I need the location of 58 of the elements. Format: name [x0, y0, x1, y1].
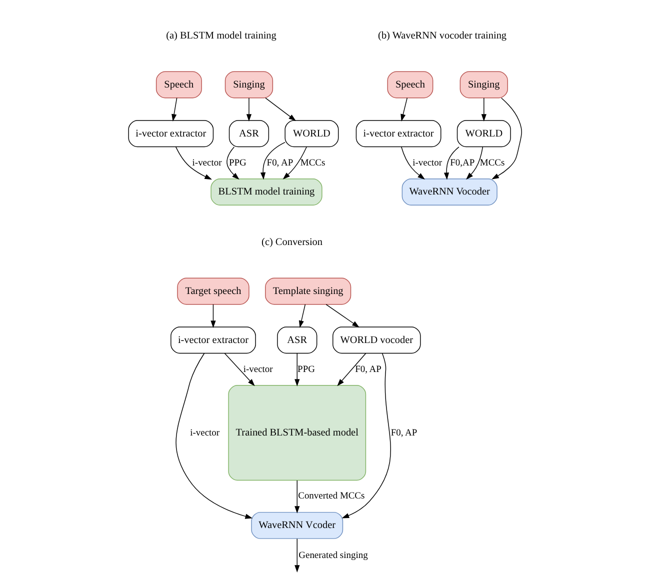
- edge-label: MCCs: [300, 158, 326, 168]
- arrow: [444, 146, 460, 180]
- arrow: [282, 146, 307, 180]
- node-box: Singing: [460, 71, 508, 98]
- node-box: WORLD vocoder: [332, 326, 421, 354]
- edge-label: F0,AP: [450, 158, 475, 168]
- node-box: Singing: [224, 71, 274, 98]
- arrow: [210, 304, 216, 328]
- arrow: [400, 98, 408, 122]
- node-box: Speech: [156, 71, 202, 98]
- edge-label: F0, AP: [355, 364, 382, 375]
- edge-label: i-vector: [192, 158, 222, 168]
- node-box: Target speech: [177, 278, 250, 305]
- node-box: WORLD: [284, 120, 339, 148]
- arrow: [265, 98, 296, 122]
- arrow: [294, 538, 300, 572]
- edge-label: MCCs: [480, 158, 505, 168]
- arrow: [481, 98, 486, 122]
- node-box: Template singing: [265, 278, 352, 305]
- node-box: WaveRNN Vocoder: [402, 178, 498, 206]
- edge-label: Converted MCCs: [298, 492, 365, 502]
- node-box: ASR: [277, 326, 318, 354]
- node-box: i-vector extractor: [128, 120, 214, 148]
- arrow: [246, 98, 252, 122]
- arrow: [172, 98, 178, 122]
- node-box: ASR: [228, 120, 270, 148]
- arrow: [466, 146, 484, 180]
- arrow: [400, 146, 426, 180]
- edge-label: i-vector: [190, 428, 220, 438]
- node-box: WORLD: [456, 120, 511, 148]
- node-box: BLSTM model training: [210, 178, 322, 206]
- arrow: [260, 142, 286, 180]
- arrow: [337, 352, 366, 386]
- arrow: [342, 353, 391, 518]
- edge-label: PPG: [228, 158, 246, 168]
- arrow: [294, 352, 300, 386]
- label: (a) BLSTM model training: [166, 30, 276, 42]
- edge-label: PPG: [298, 364, 315, 375]
- arrow: [294, 480, 300, 514]
- arrow: [326, 304, 360, 328]
- label: (b) WaveRNN vocoder training: [378, 30, 507, 42]
- edge-label: Generated singing: [298, 550, 368, 561]
- arrow: [176, 353, 253, 519]
- arrow: [226, 146, 240, 180]
- edge-label: i-vector: [243, 364, 273, 375]
- edge-label: F0, AP: [390, 428, 418, 438]
- arrow: [492, 98, 522, 180]
- arrow: [298, 304, 306, 328]
- node-box: i-vector extractor: [356, 120, 442, 148]
- node-box: i-vector extractor: [170, 326, 256, 354]
- node-box: WaveRNN Vcoder: [251, 512, 344, 539]
- node-box: Speech: [387, 71, 434, 98]
- edge-label: i-vector: [412, 158, 442, 168]
- node-box: Trained BLSTM-based model: [228, 385, 366, 481]
- label: (c) Conversion: [262, 237, 322, 248]
- arrow: [224, 352, 255, 386]
- edge-label: F0, AP: [266, 158, 294, 168]
- arrow: [175, 146, 212, 180]
